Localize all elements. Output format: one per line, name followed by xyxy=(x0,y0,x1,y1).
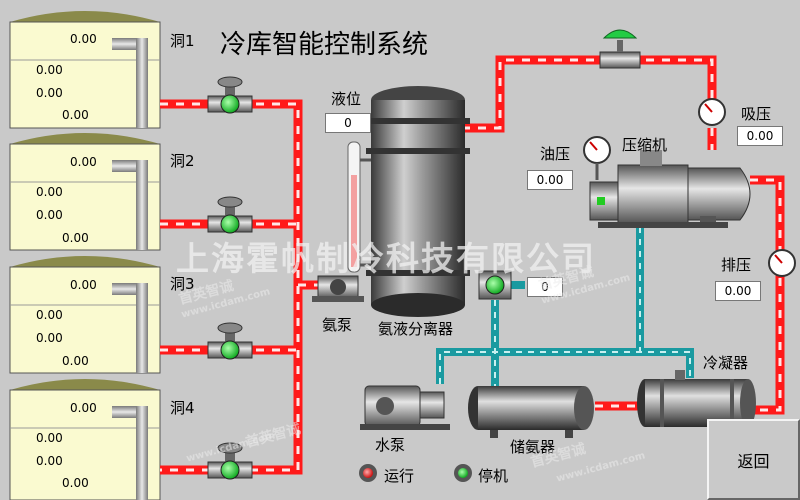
room-valves xyxy=(207,76,253,480)
room-label: 洞3 xyxy=(170,275,195,293)
receiver-label: 储氨器 xyxy=(510,438,556,456)
level-value: 0 xyxy=(325,113,371,133)
back-button[interactable]: 返回 xyxy=(707,419,800,500)
level-label: 液位 xyxy=(331,90,362,108)
room-reading: 0.00 xyxy=(36,331,63,345)
pump-outlet-valve xyxy=(478,270,512,300)
room-reading: 0.00 xyxy=(62,108,89,122)
stop-legend-label: 停机 xyxy=(478,467,509,485)
compressor-label: 压缩机 xyxy=(622,136,668,154)
page-title: 冷库智能控制系统 xyxy=(220,30,429,60)
condenser-label: 冷凝器 xyxy=(703,354,749,372)
discharge-pressure-value: 0.00 xyxy=(715,281,761,301)
room-reading: 0.00 xyxy=(62,476,89,490)
room-reading: 0.00 xyxy=(70,32,97,46)
suction-pressure-gauge-dial xyxy=(698,98,726,126)
cold-room-4 xyxy=(9,379,161,500)
room-reading: 0.00 xyxy=(70,401,97,415)
room-reading: 0.00 xyxy=(36,208,63,222)
run-indicator-lamp xyxy=(359,464,377,482)
ammonia-pump-label: 氨泵 xyxy=(322,316,353,334)
oil-pressure-gauge-dial xyxy=(583,136,611,180)
suction-pressure-label: 吸压 xyxy=(741,105,772,123)
ammonia-separator xyxy=(366,86,470,317)
water-pump-label: 水泵 xyxy=(375,436,406,454)
room-reading: 0.00 xyxy=(62,354,89,368)
ammonia-pump xyxy=(312,275,364,302)
room-reading: 0.00 xyxy=(70,278,97,292)
room-reading: 0.00 xyxy=(36,63,63,77)
room-reading: 0.00 xyxy=(62,231,89,245)
stop-indicator-lamp xyxy=(454,464,472,482)
cold-room-1 xyxy=(9,11,161,129)
pump-valve-value: 0 xyxy=(527,277,563,297)
oil-pressure-value: 0.00 xyxy=(527,170,573,190)
room-reading: 0.00 xyxy=(36,86,63,100)
level-gauge xyxy=(347,141,371,273)
discharge-pressure-gauge-dial xyxy=(768,249,796,277)
room-label: 洞2 xyxy=(170,152,195,170)
room-reading: 0.00 xyxy=(36,185,63,199)
room-label: 洞4 xyxy=(170,399,195,417)
room-label: 洞1 xyxy=(170,32,195,50)
room-reading: 0.00 xyxy=(36,431,63,445)
cold-room-2 xyxy=(9,133,161,251)
teal-pipe-network xyxy=(436,215,694,388)
run-legend-label: 运行 xyxy=(384,467,415,485)
compressor xyxy=(589,150,751,228)
suction-pressure-value: 0.00 xyxy=(737,126,783,146)
room-reading: 0.00 xyxy=(36,454,63,468)
water-pump-unit xyxy=(360,385,450,430)
watermark-company: 上海霍帆制冷科技有限公司 xyxy=(176,239,596,278)
room-reading: 0.00 xyxy=(70,155,97,169)
ammonia-receiver-tank xyxy=(468,386,594,438)
separator-label: 氨液分离器 xyxy=(378,320,454,338)
cold-room-3 xyxy=(9,256,161,374)
condenser-unit xyxy=(637,370,756,435)
room-reading: 0.00 xyxy=(36,308,63,322)
top-control-valve xyxy=(599,29,641,69)
oil-pressure-label: 油压 xyxy=(540,145,571,163)
discharge-pressure-label: 排压 xyxy=(721,256,752,274)
